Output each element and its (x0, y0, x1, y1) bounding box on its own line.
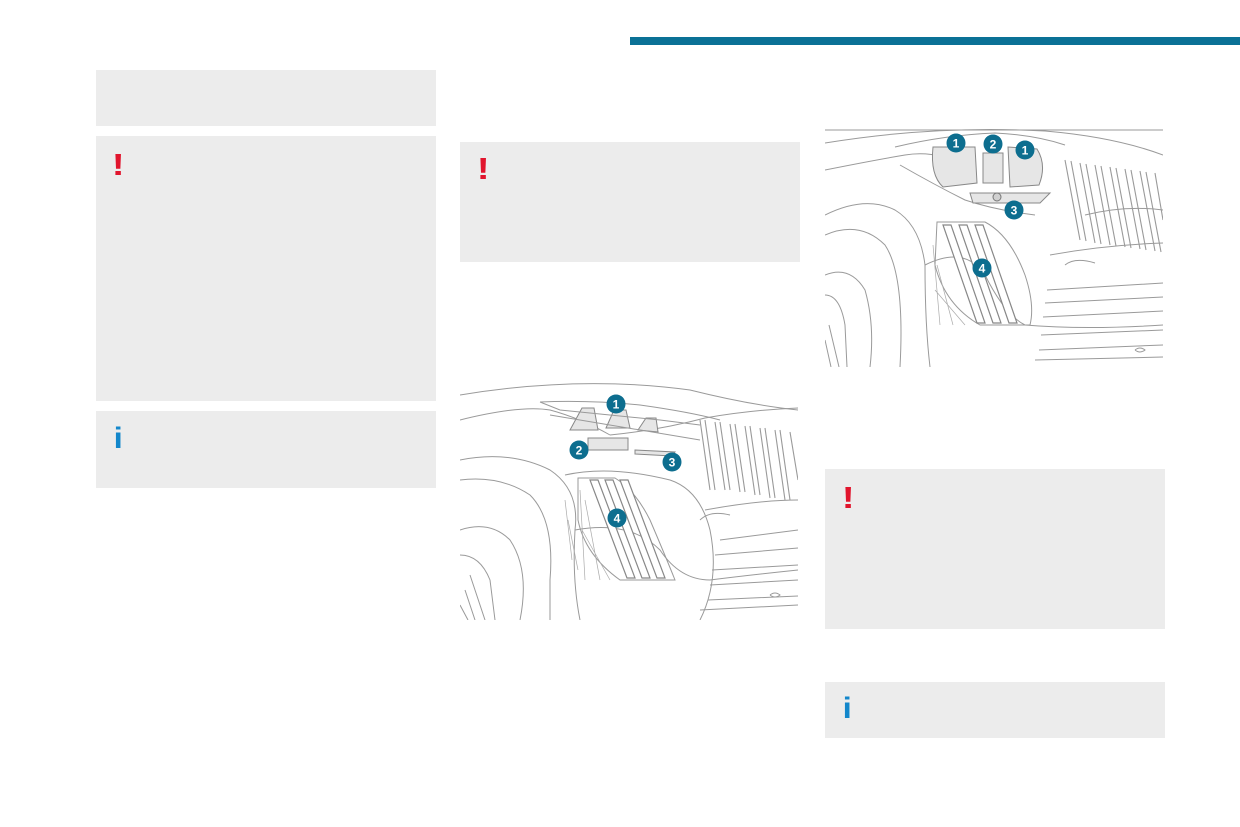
front-sensors-diagram-2: 1 2 1 3 4 (825, 125, 1163, 367)
front-sensors-diagram-1: 1 2 3 4 (460, 380, 798, 620)
callout-2-marker (983, 134, 1003, 154)
callout-markers: 1 2 3 4 (569, 394, 682, 528)
car-front-illustration: 1 2 3 4 (460, 383, 798, 620)
info-icon: i (113, 422, 123, 455)
callout-3-marker (1004, 200, 1024, 220)
callout-4-marker (972, 258, 992, 278)
callout-2-marker (569, 440, 589, 460)
callout-3-marker (662, 452, 682, 472)
warning-icon: ! (841, 480, 855, 515)
note-box (96, 70, 436, 126)
header-accent-bar (630, 37, 1240, 45)
callout-3-label: 3 (669, 456, 676, 470)
warning-box-right: ! (825, 469, 1165, 629)
callout-4-marker (607, 508, 627, 528)
warning-box-left: ! (96, 136, 436, 401)
callout-1-marker (606, 394, 626, 414)
callout-markers: 1 2 1 3 4 (946, 133, 1035, 278)
callout-1b-marker (1015, 140, 1035, 160)
car-front-illustration: 1 2 1 3 4 (825, 129, 1163, 367)
warning-icon: ! (111, 147, 125, 182)
info-box-right: i (825, 682, 1165, 738)
callout-2-label: 2 (576, 444, 583, 458)
warning-box-middle: ! (460, 142, 800, 262)
callout-1-label: 1 (613, 398, 620, 412)
callout-4-label: 4 (614, 512, 621, 526)
callout-1-marker (946, 133, 966, 153)
callout-1-label: 1 (953, 137, 960, 151)
callout-2-label: 2 (990, 138, 997, 152)
callout-3-label: 3 (1011, 204, 1018, 218)
info-box-left: i (96, 411, 436, 488)
callout-1b-label: 1 (1022, 144, 1029, 158)
warning-icon: ! (476, 151, 490, 186)
callout-4-label: 4 (979, 262, 986, 276)
info-icon: i (842, 692, 852, 725)
